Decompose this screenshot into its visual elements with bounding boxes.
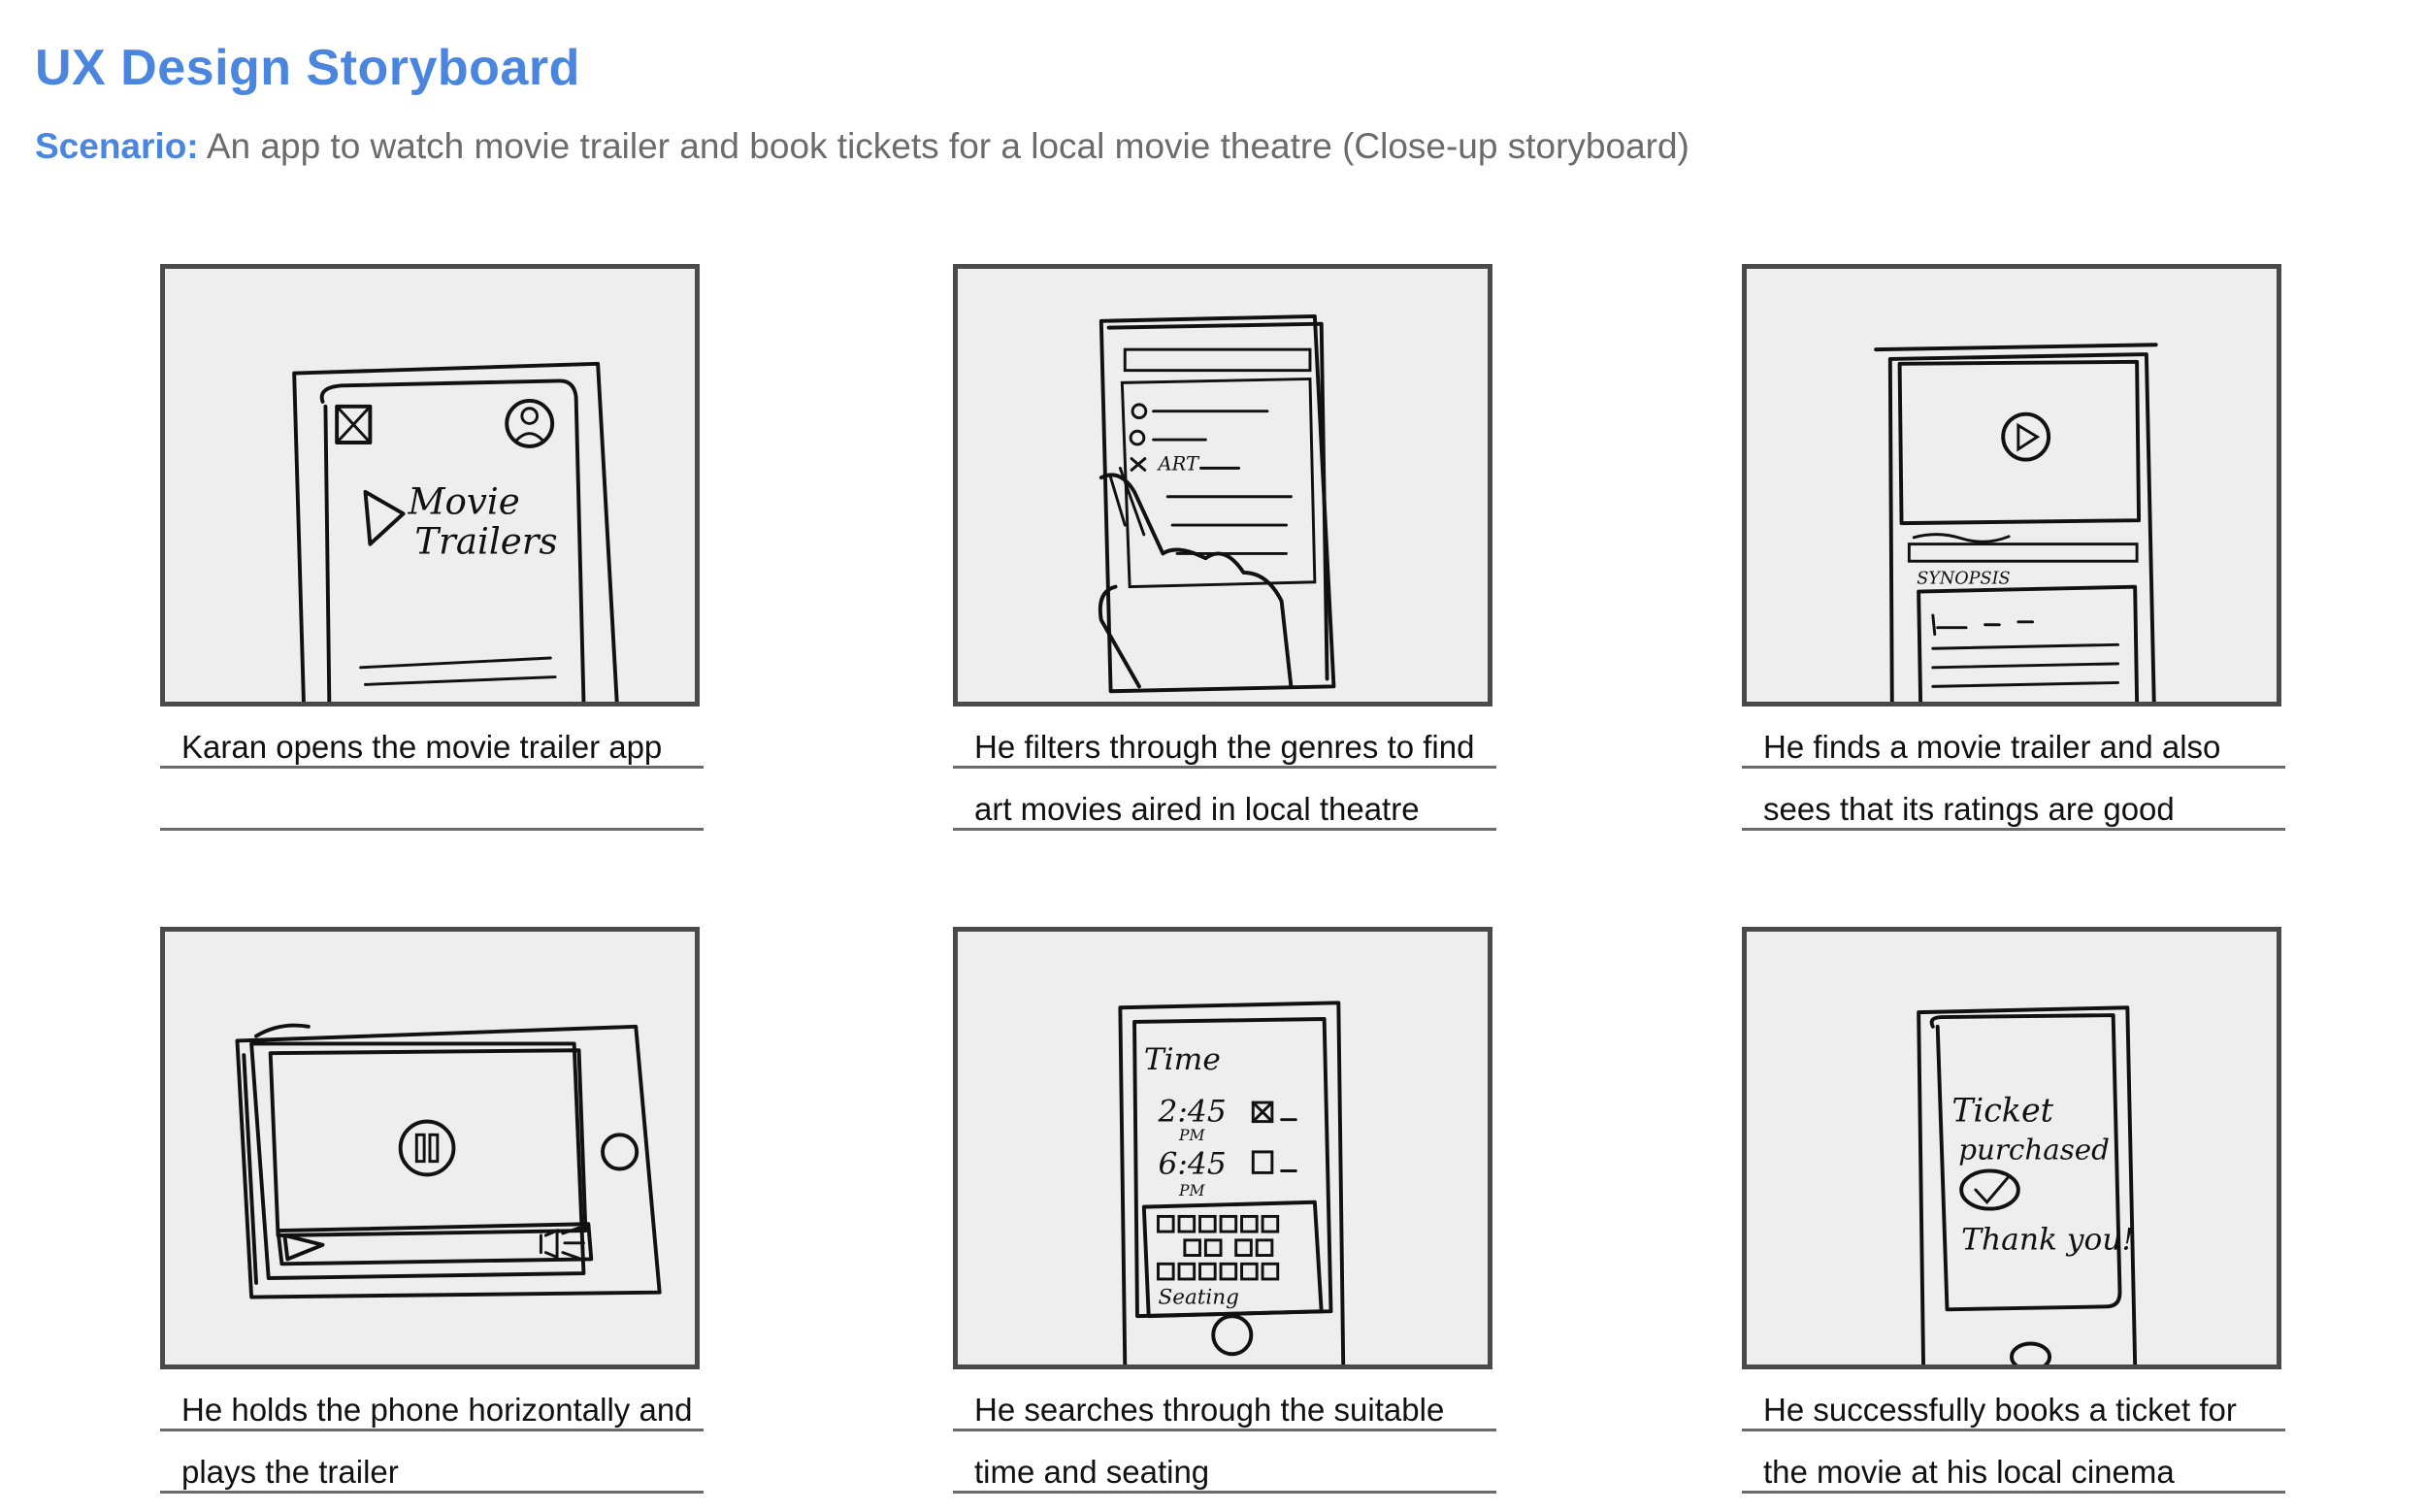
storyboard-panel-6: Ticket purchased Thank you! He successfu… (1742, 927, 2285, 1494)
sketch-label: Thank you! (1961, 1223, 2134, 1258)
sketch-time-seating: Time 2:45 PM 6:45 PM Seating (1118, 1001, 1346, 1364)
sketch-label: ART (1156, 452, 1199, 475)
sketch-label: 2:45 (1157, 1095, 1226, 1130)
sketch-label: 6:45 (1158, 1146, 1226, 1181)
storyboard-panel-3: SYNOPSIS He finds a movie trailer and al… (1742, 264, 2285, 831)
storyboard-panel-1: Movie Trailers Karan opens the movie tra… (160, 264, 704, 831)
scenario-description: Scenario: An app to watch movie trailer … (35, 126, 1689, 167)
sketch-label: PM (1178, 1126, 1206, 1144)
sketch-label: Movie (408, 480, 520, 522)
sketch-open-app: Movie Trailers (292, 361, 619, 702)
caption-line-2: the movie at his local cinema (1742, 1431, 2285, 1494)
sketch-label: Seating (1158, 1285, 1238, 1309)
scenario-text: An app to watch movie trailer and book t… (206, 126, 1689, 166)
sketch-frame (160, 927, 700, 1369)
sketch-label: PM (1178, 1181, 1206, 1200)
sketch-frame: SYNOPSIS (1742, 264, 2281, 707)
caption-line-2 (160, 769, 704, 831)
scenario-label: Scenario: (35, 126, 199, 166)
sketch-filter-genres: ART (1098, 313, 1336, 694)
storyboard-panel-4: He holds the phone horizontally and play… (160, 927, 704, 1494)
sketch-label: Time (1144, 1042, 1221, 1077)
sketch-label: Ticket (1951, 1092, 2053, 1130)
caption-line-1: He searches through the suitable (953, 1369, 1496, 1431)
caption-line-1: Karan opens the movie trailer app (160, 707, 704, 769)
sketch-frame: ART (953, 264, 1492, 707)
caption-line-2: plays the trailer (160, 1431, 704, 1494)
caption-line-1: He holds the phone horizontally and (160, 1369, 704, 1431)
caption-line-2: art movies aired in local theatre (953, 769, 1496, 831)
storyboard-panel-2: ART He filters through the genres to fin… (953, 264, 1496, 831)
sketch-label: purchased (1958, 1134, 2110, 1167)
sketch-ticket-purchased: Ticket purchased Thank you! (1917, 1005, 2138, 1364)
sketch-frame: Time 2:45 PM 6:45 PM Seating (953, 927, 1492, 1369)
sketch-frame: Ticket purchased Thank you! (1742, 927, 2281, 1369)
caption-line-1: He finds a movie trailer and also (1742, 707, 2285, 769)
storyboard-panel-5: Time 2:45 PM 6:45 PM Seating He (953, 927, 1496, 1494)
caption-line-2: sees that its ratings are good (1742, 769, 2285, 831)
caption-line-1: He successfully books a ticket for (1742, 1369, 2285, 1431)
caption-line-1: He filters through the genres to find (953, 707, 1496, 769)
sketch-label: SYNOPSIS (1917, 570, 2010, 589)
sketch-landscape-player (235, 1023, 662, 1299)
caption-line-2: time and seating (953, 1431, 1496, 1494)
sketch-label: Trailers (414, 520, 557, 562)
sketch-trailer-details: SYNOPSIS (1874, 343, 2158, 702)
sketch-frame: Movie Trailers (160, 264, 700, 707)
page-title: UX Design Storyboard (35, 40, 580, 96)
